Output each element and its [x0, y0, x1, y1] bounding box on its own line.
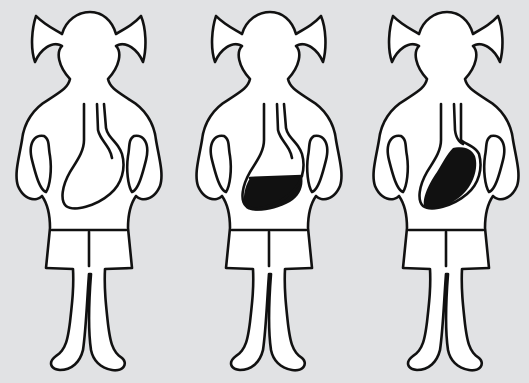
child-figure-2	[197, 12, 342, 370]
child-figure-3	[374, 12, 519, 370]
child-figure-1	[17, 12, 162, 370]
